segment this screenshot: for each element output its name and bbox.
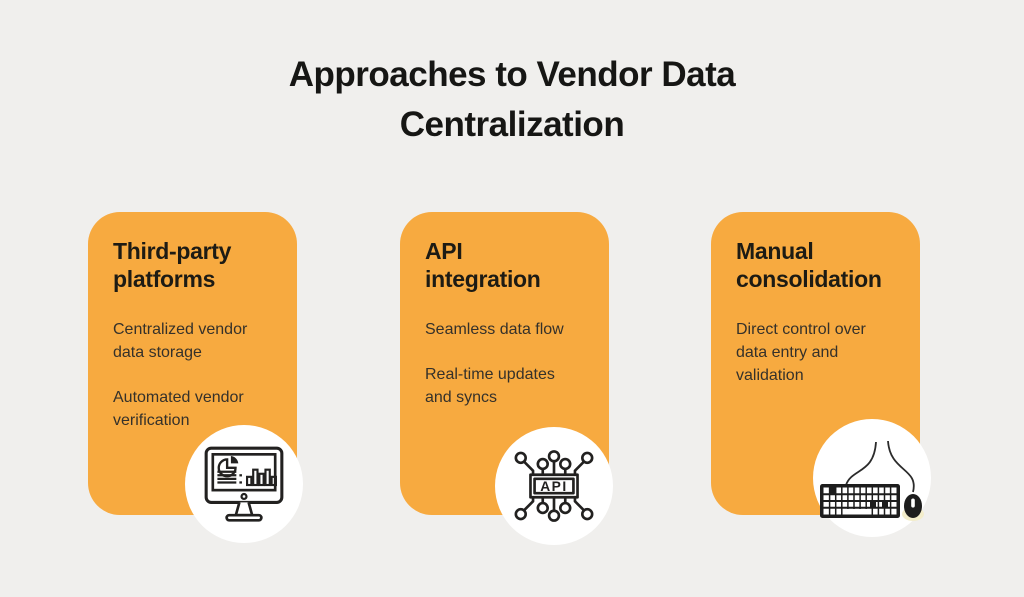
card-bullet: Real-time updates and syncs [425, 366, 555, 406]
api-network-icon: API [514, 450, 594, 522]
card-heading-line: integration [425, 266, 541, 292]
card-bullet: Centralized vendor data storage [113, 321, 248, 361]
page-title: Approaches to Vendor Data Centralization [0, 50, 1024, 150]
card-bullet: Direct control over data entry and valid… [736, 321, 866, 384]
api-icon-label: API [540, 479, 568, 494]
page-title-line-1: Approaches to Vendor Data [288, 55, 736, 94]
icon-circle: API [495, 427, 613, 545]
card-heading-line: platforms [113, 266, 216, 292]
card-heading-line: Third-party [113, 238, 232, 264]
keyboard-mouse-icon [820, 440, 924, 521]
card-bullet: Seamless data flow [425, 321, 564, 338]
card-third-party-platforms: Third-party platforms Centralized vendor… [88, 212, 297, 515]
card-heading-line: consolidation [736, 266, 882, 292]
card-heading-line: API [425, 238, 463, 264]
card-heading: Third-party platforms [113, 237, 275, 293]
page-title-line-2: Centralization [399, 105, 625, 144]
card-heading-line: Manual [736, 238, 814, 264]
card-bullet: Automated vendor verification [113, 389, 244, 429]
card-heading: Manual consolidation [736, 237, 898, 293]
icon-circle [185, 425, 303, 543]
monitor-dashboard-icon [204, 446, 284, 522]
card-heading: API integration [425, 237, 587, 293]
icon-circle [813, 419, 931, 537]
